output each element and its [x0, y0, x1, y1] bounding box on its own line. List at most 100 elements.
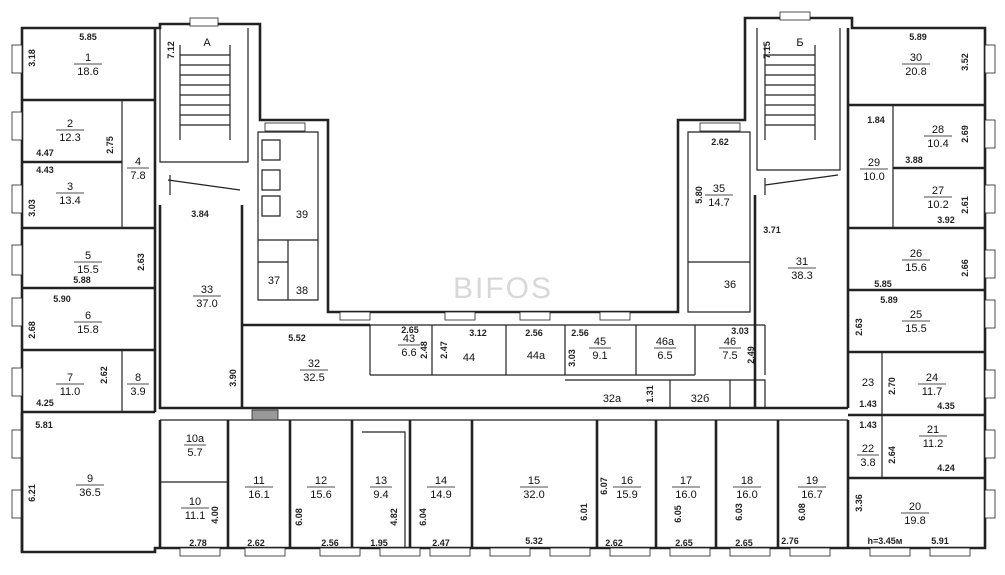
room-label: 23	[862, 377, 874, 389]
room-label: 436.6	[398, 333, 420, 359]
room-number: 11	[253, 475, 264, 487]
room-number: 35	[713, 183, 725, 195]
room-area: 11.1	[185, 510, 206, 522]
dimension-label: 3.52	[960, 53, 970, 71]
room-label: 313.4	[56, 181, 84, 207]
room-number: 23	[862, 377, 874, 389]
room-area: 18.6	[77, 66, 98, 78]
room-area: 16.7	[801, 489, 822, 501]
dimension-label: 2.56	[571, 328, 589, 338]
room-area: 11.7	[922, 386, 943, 398]
room-label: 11 16.1	[245, 475, 273, 501]
room-area: 3.8	[860, 457, 875, 469]
room-label: 44	[463, 352, 475, 364]
room-area: 20.8	[905, 66, 926, 78]
room-label: 212.3	[56, 118, 84, 144]
room-number: 14	[435, 475, 447, 487]
dimension-label: 4.35	[937, 401, 955, 411]
room-area: 32.0	[523, 489, 544, 501]
dimension-label: 4.43	[36, 165, 54, 175]
room-label: 36	[724, 279, 736, 291]
room-number: 44a	[527, 350, 546, 362]
room-label: 10 11.1	[181, 496, 209, 522]
room-area: 3.9	[130, 386, 145, 398]
room-number: 9	[87, 473, 93, 485]
dimension-label: 3.03	[567, 349, 577, 367]
room-label: 32a	[603, 393, 622, 405]
room-label: 467.5	[719, 336, 741, 362]
room-number: 17	[680, 475, 692, 487]
room-label: 515.5	[74, 250, 102, 276]
room-label: 711.0	[56, 372, 84, 398]
dimension-label: 1.31	[645, 385, 655, 403]
dimension-label: 5.32	[525, 536, 543, 546]
room-area: 15.5	[905, 323, 926, 335]
room-label: 936.5	[76, 473, 104, 499]
room-number: 32б	[691, 393, 710, 405]
room-label: 118.6	[74, 52, 102, 78]
room-area: 7.8	[130, 170, 145, 182]
watermark: BIFOS	[453, 272, 553, 305]
dimension-label: 5.52	[288, 333, 306, 343]
room-area: 7.5	[722, 350, 737, 362]
dimension-label: 3.71	[763, 225, 781, 235]
room-number: 28	[932, 124, 944, 136]
room-area: 9.4	[373, 489, 388, 501]
dimension-label: 5.85	[79, 32, 97, 42]
dimension-label: 2.62	[711, 137, 729, 147]
ceiling-height-note: h=3.45м	[868, 536, 903, 546]
room-number: 27	[932, 185, 944, 197]
room-number: 15	[528, 475, 540, 487]
room-number: 46a	[656, 336, 675, 348]
dimension-label: 2.65	[401, 325, 419, 335]
room-number: 3	[67, 181, 73, 193]
interior-walls	[20, 28, 985, 552]
room-label: 37	[268, 275, 280, 287]
room-area: 38.3	[791, 270, 812, 282]
room-area: 15.8	[77, 324, 98, 336]
room-area: 12.3	[59, 132, 80, 144]
room-area: 37.0	[196, 298, 217, 310]
dimension-label: 1.43	[859, 420, 877, 430]
dimension-label: 6.01	[579, 503, 589, 521]
dimension-label: 2.48	[419, 341, 429, 359]
dimension-label: 4.25	[36, 398, 54, 408]
windows	[11, 11, 996, 557]
stair-letter: Б	[796, 37, 803, 49]
room-area: 10.0	[863, 171, 884, 183]
dimension-label: 6.04	[418, 508, 428, 526]
dimension-label: 2.63	[854, 318, 864, 336]
room-number: 10	[189, 496, 201, 508]
room-number: 21	[927, 424, 939, 436]
room-number: 32a	[603, 393, 622, 405]
room-label: 19 16.7	[798, 475, 826, 501]
dimension-label: 2.56	[525, 328, 543, 338]
room-area: 16.1	[248, 489, 269, 501]
dimension-label: 3.12	[469, 328, 487, 338]
room-number: 16	[621, 475, 633, 487]
dimension-label: 3.88	[905, 155, 923, 165]
dimension-label: 4.82	[389, 508, 399, 526]
room-area: 11.2	[923, 438, 944, 450]
room-number: 39	[296, 209, 308, 221]
room-number: 19	[806, 475, 818, 487]
room-label: 39	[296, 209, 308, 221]
stair-dimension: 7.15	[762, 41, 772, 59]
dimension-label: 6.08	[797, 503, 807, 521]
dimension-label: 6.21	[27, 484, 37, 502]
room-area: 14.7	[708, 197, 729, 209]
dimension-label: 5.85	[874, 279, 892, 289]
room-number: 13	[375, 475, 387, 487]
dimension-label: 2.68	[27, 321, 37, 339]
